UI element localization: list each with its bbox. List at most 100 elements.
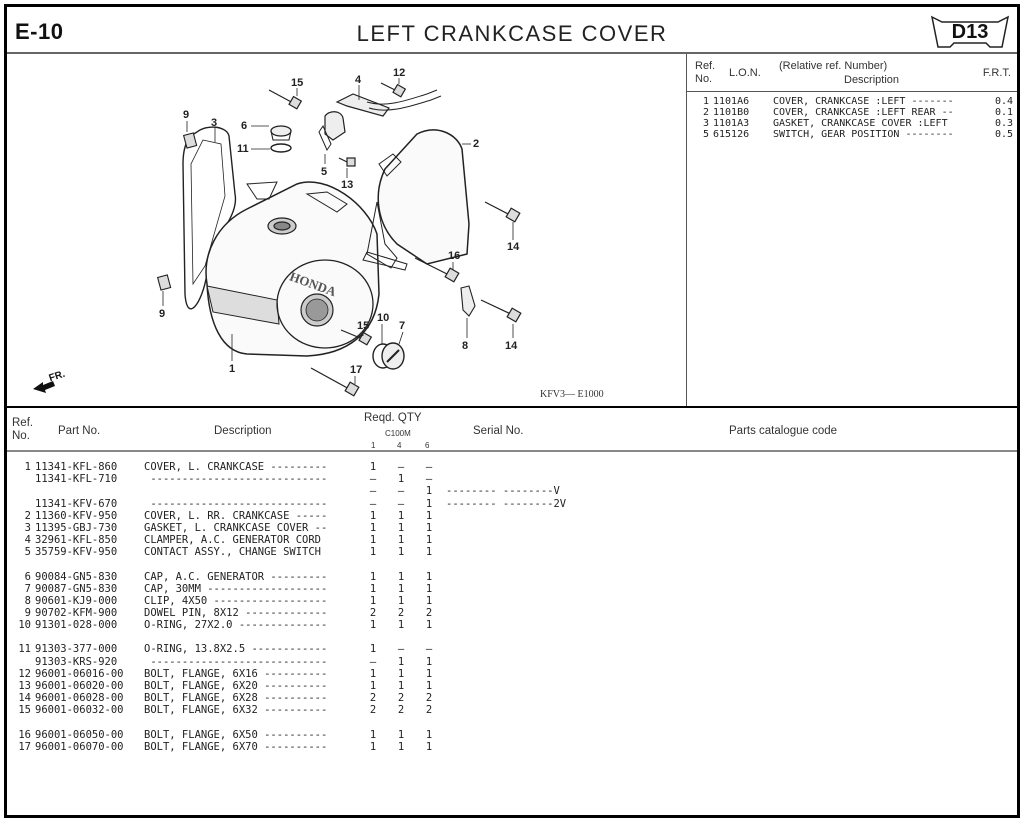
qty-col-4-cell: 1 (397, 680, 405, 692)
page-header: E-10 LEFT CRANKCASE COVER D13 (7, 7, 1017, 54)
description-cell: CLIP, 4X50 ------------------ (144, 594, 328, 607)
page-title: LEFT CRANKCASE COVER (356, 21, 668, 46)
parts-table-row: 10 91301-028-000 O-RING, 27X2.0 ----------… (7, 619, 1017, 631)
description-cell: CAP, A.C. GENERATOR --------- (144, 570, 328, 583)
qty-col-1-cell: 1 (369, 534, 377, 547)
part-no-cell: 91303-377-000 (35, 643, 118, 656)
part-no-cell: 96001-06028-00 (35, 692, 124, 705)
part-no-cell: 91301-028-000 (35, 619, 118, 632)
crankcase-cover-drawing-icon: HONDA (33, 78, 522, 397)
drawing-code: KFV3— E1000 (540, 389, 604, 400)
description-cell: ---------------------------- (144, 655, 328, 668)
qty-col-6-cell: – (425, 461, 433, 473)
frt-cell: 0.5 (994, 129, 1013, 140)
labor-ref-cell: 5 (702, 129, 709, 140)
parts-ref-header-line1: Ref. (12, 417, 34, 429)
qty-col-1-cell: – (369, 497, 377, 510)
description-cell: O-RING, 27X2.0 -------------- (144, 619, 328, 632)
qty-col-4-cell: 1 (397, 594, 405, 607)
labor-description-cell: COVER, CRANKCASE :LEFT ------- (773, 96, 954, 107)
qty-col-6-cell: 1 (425, 570, 433, 583)
part-no-cell: 11341-KFL-860 (35, 461, 118, 473)
part-no-cell: 11360-KFV-950 (35, 509, 118, 522)
qty-col-6-cell: 1 (425, 534, 433, 547)
catalog-page: E-10 LEFT CRANKCASE COVER D13 HONDA (4, 4, 1020, 818)
labor-ref-cell: 3 (702, 118, 709, 129)
qty-col-1-cell: 1 (369, 680, 377, 692)
ref-no-cell: 10 (18, 619, 31, 632)
catalogue-code-header: Parts catalogue code (729, 425, 838, 437)
qty-col-1-cell: 1 (369, 728, 377, 741)
callout-label: 3 (211, 117, 218, 129)
parts-ref-header: Ref. No. (12, 417, 33, 443)
qty-col-1-cell: 1 (369, 643, 377, 656)
qty-col-1-cell: 1 (369, 570, 377, 583)
callout-label: 12 (393, 67, 406, 79)
ref-no-cell: 3 (24, 521, 31, 534)
callout-label: 4 (355, 74, 362, 86)
frt-cell: 0.1 (994, 107, 1013, 118)
page-code: E-10 (15, 19, 64, 44)
part-no-cell: 91303-KRS-920 (35, 655, 118, 668)
callout-label: 16 (448, 250, 461, 262)
callout-label: 9 (183, 109, 190, 121)
description-cell: BOLT, FLANGE, 6X70 ---------- (144, 740, 328, 753)
part-no-cell: 11341-KFL-710 (35, 473, 118, 486)
description-cell: BOLT, FLANGE, 6X20 ---------- (144, 680, 328, 692)
description-cell: ---------------------------- (144, 497, 328, 510)
callout-label: 7 (399, 320, 406, 332)
callout-label: 11 (237, 143, 249, 155)
qty-col-6-cell: 1 (425, 740, 433, 753)
labor-table-header: Ref. No. L.O.N. (Relative ref. Number) D… (687, 54, 1017, 92)
qty-col-4-cell: 2 (397, 704, 405, 717)
parts-table-row: 11341-KFV-670 --------------------------… (7, 498, 1017, 510)
qty-col-6-cell: – (425, 643, 433, 656)
ref-no-cell: 17 (18, 740, 31, 753)
part-no-cell: 96001-06032-00 (35, 704, 124, 717)
qty-col-4-cell: 1 (397, 655, 405, 668)
serial-no-cell: -------- --------V (446, 485, 560, 498)
ref-no-cell: 7 (24, 582, 31, 595)
qty-col-4-cell: 1 (397, 534, 405, 547)
parts-table-header: Ref. No. Part No. Description Reqd. QTY … (7, 408, 1017, 452)
ref-no-cell: 16 (18, 728, 31, 741)
qty-col-1-cell: 2 (369, 704, 377, 717)
part-no-header: Part No. (58, 425, 101, 437)
part-no-cell: 96001-06070-00 (35, 740, 124, 753)
qty-col-6-cell: 1 (425, 509, 433, 522)
qty-col-4-cell: 1 (397, 546, 405, 559)
description-cell: O-RING, 13.8X2.5 ------------ (144, 643, 328, 656)
parts-table: Ref. No. Part No. Description Reqd. QTY … (7, 406, 1017, 815)
lon-cell: 1101B0 (713, 107, 750, 118)
description-cell: BOLT, FLANGE, 6X50 ---------- (144, 728, 328, 741)
qty-col-1-cell: 2 (369, 692, 377, 705)
qty-col-4-cell: 2 (397, 692, 405, 705)
ref-no-cell: 8 (24, 594, 31, 607)
callout-label: 10 (377, 312, 390, 324)
part-no-cell: 32961-KFL-850 (35, 534, 118, 547)
callout-label: 14 (507, 241, 520, 253)
parts-table-row: 11341-KFL-710 --------------------------… (7, 473, 1017, 485)
qty-col-1-cell: 1 (369, 594, 377, 607)
exploded-diagram: HONDA (7, 54, 687, 406)
part-no-cell: 90087-GN5-830 (35, 582, 118, 595)
ref-no-cell: 12 (18, 667, 31, 680)
frt-cell: 0.3 (994, 118, 1013, 129)
qty-col-1-cell: – (369, 473, 377, 486)
ref-no-cell: 15 (18, 704, 31, 717)
parts-table-row: 17 96001-06070-00 BOLT, FLANGE, 6X70 -----… (7, 741, 1017, 753)
qty-col-4-cell: – (397, 461, 405, 473)
ref-no-cell: 2 (24, 509, 31, 522)
ref-no-cell: 9 (24, 607, 31, 620)
callout-label: 14 (505, 340, 518, 352)
parts-table-row: ––1-------- --------V (7, 485, 1017, 497)
qty-col-6-header: 6 (425, 441, 430, 450)
qty-col-1-cell: 1 (369, 667, 377, 680)
ref-no-cell: 5 (24, 546, 31, 559)
